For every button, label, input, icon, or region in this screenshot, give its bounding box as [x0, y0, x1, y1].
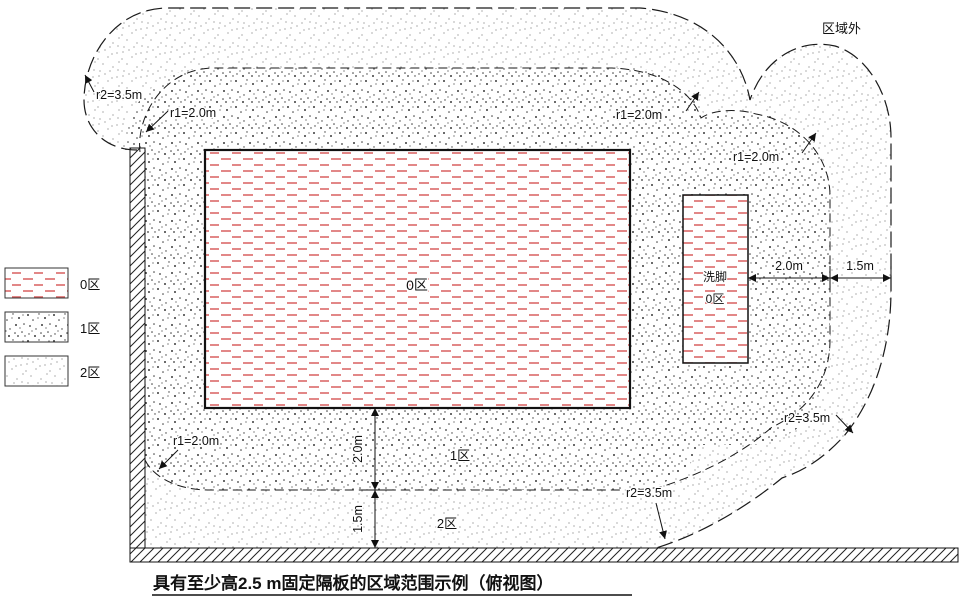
outer-boundary-line	[83, 7, 892, 549]
label-r1-footbath: r1=2.0m	[733, 150, 779, 164]
legend-label-zone0: 0区	[80, 277, 100, 292]
diagram-title: 具有至少高2.5 m固定隔板的区域范围示例（俯视图）	[152, 573, 553, 593]
label-zone2-area: 2区	[437, 516, 457, 531]
leader-r1-footbath	[801, 132, 817, 154]
legend-swatch-zone0	[4, 267, 69, 299]
wall-left	[129, 147, 146, 563]
radius-leaders	[84, 74, 854, 540]
label-r2-bottom: r2=3.5m	[626, 486, 672, 500]
legend-swatch-zone2	[4, 355, 69, 387]
legend: 0区 1区 2区	[4, 267, 102, 387]
leader-r2-top-left	[84, 74, 95, 93]
leader-r1-top-left	[145, 110, 169, 133]
leader-r2-right	[835, 414, 854, 434]
legend-swatch-zone1	[4, 311, 69, 343]
label-r1-bottom-left: r1=2.0m	[173, 434, 219, 448]
label-r1-top-left: r1=2.0m	[170, 106, 216, 120]
label-r1-top-right: r1=2.0m	[616, 108, 662, 122]
dimension-vertical	[362, 408, 392, 548]
footbath-rect	[682, 194, 749, 364]
leader-r2-bottom	[655, 502, 667, 540]
legend-label-zone2: 2区	[80, 365, 100, 380]
dim-label-1-5m-v: 1.5m	[351, 505, 365, 533]
label-footbath-zone: 0区	[706, 292, 725, 306]
label-pool-zone: 0区	[406, 277, 428, 293]
label-r2-top-left: r2=3.5m	[96, 88, 142, 102]
label-footbath-name: 洗脚	[703, 269, 727, 284]
pool-rect	[203, 148, 632, 410]
label-zone1-area: 1区	[450, 448, 470, 463]
legend-label-zone1: 1区	[80, 321, 100, 336]
dim-label-1-5m: 1.5m	[846, 259, 874, 273]
inner-boundary-line	[139, 67, 831, 491]
label-r2-right: r2=3.5m	[784, 411, 830, 425]
leader-r1-top-right	[685, 91, 700, 112]
dim-label-2m: 2.0m	[775, 259, 803, 273]
label-outside-zone: 区域外	[822, 21, 861, 36]
dim-label-2m-v: 2.0m	[351, 435, 365, 463]
leader-r1-bottom-left	[158, 449, 179, 470]
dimension-horizontal	[748, 266, 892, 290]
wall-bottom	[129, 547, 959, 563]
